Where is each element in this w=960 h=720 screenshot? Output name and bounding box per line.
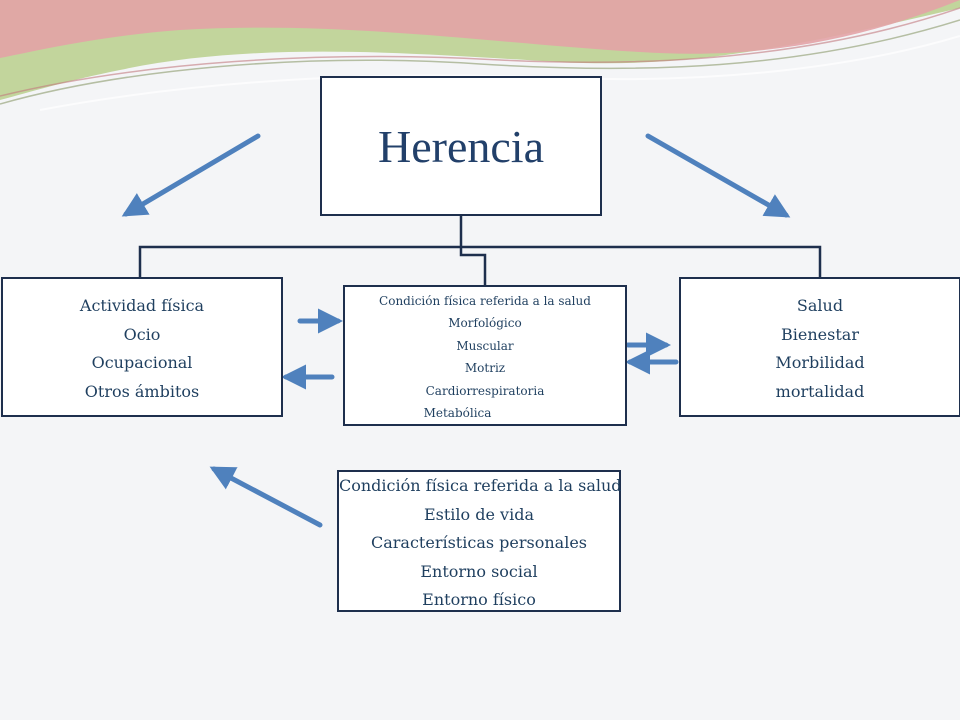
determinant-item: Entorno social: [420, 561, 538, 581]
determinant-item: Entorno físico: [422, 590, 536, 610]
determinant-item: Estilo de vida: [423, 504, 534, 524]
diagram-title: Herencia: [378, 120, 544, 172]
activity-item: Otros ámbitos: [84, 381, 200, 401]
activity-item: Ocupacional: [91, 353, 193, 372]
activity-item: Ocio: [123, 324, 161, 344]
health-item: Bienestar: [781, 324, 859, 344]
activity-item: Actividad física: [79, 296, 205, 315]
activity-box: Actividad física Ocio Ocupacional Otros …: [1, 277, 283, 417]
health-box: Salud Bienestar Morbilidad mortalidad: [679, 277, 960, 417]
fitness-component-item: Muscular: [456, 338, 514, 353]
health-item: mortalidad: [775, 381, 865, 401]
determinant-item: Características personales: [371, 533, 587, 553]
fitness-box-title: Condición física referida a la salud: [379, 294, 591, 308]
determinants-box: Condición física referida a la salud Est…: [337, 470, 622, 612]
health-item: Salud: [796, 296, 844, 315]
fitness-component-item: Motriz: [464, 361, 506, 375]
fitness-component-item: Morfológico: [448, 316, 522, 330]
health-item: Morbilidad: [775, 353, 865, 372]
herencia-box: Herencia: [320, 76, 602, 216]
fitness-components-box: Condición física referida a la salud Mor…: [343, 285, 627, 426]
fitness-component-item: Cardiorrespiratoria: [425, 383, 545, 398]
determinant-item: Condición física referida a la salud: [339, 476, 622, 495]
fitness-component-item: Metabólica: [423, 406, 492, 420]
